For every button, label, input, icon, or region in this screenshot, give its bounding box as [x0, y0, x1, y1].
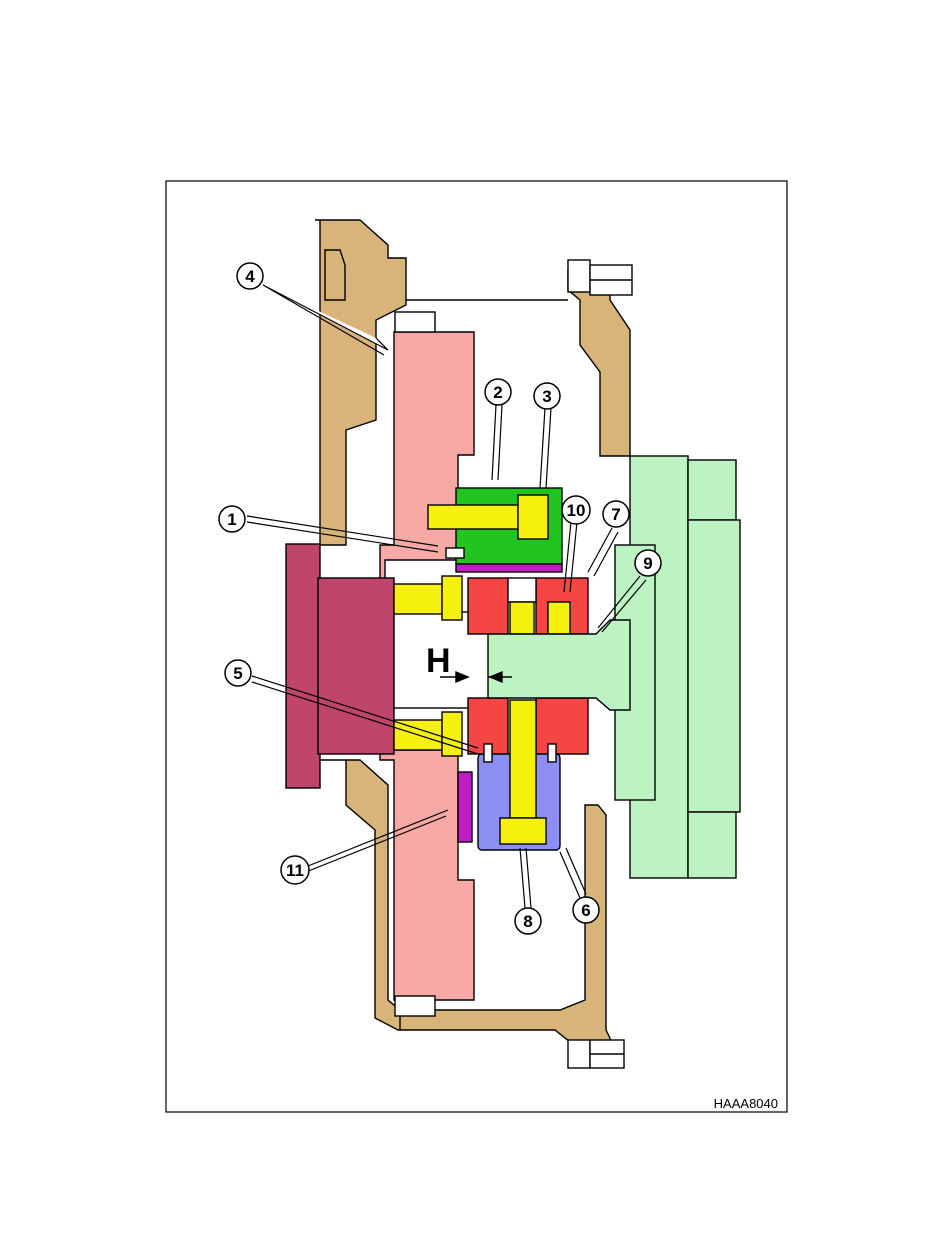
svg-text:6: 6 [581, 901, 590, 920]
adapter-plate [286, 544, 394, 788]
output-housing [615, 456, 740, 878]
pin-lower [484, 744, 492, 762]
callout-6: 6 [573, 897, 599, 923]
shim [458, 772, 472, 842]
svg-text:9: 9 [643, 554, 652, 573]
input-shaft [488, 620, 630, 710]
callout-2: 2 [485, 379, 511, 405]
svg-text:10: 10 [567, 501, 586, 520]
callout-8: 8 [515, 908, 541, 934]
svg-text:11: 11 [286, 861, 304, 880]
callout-1: 1 [219, 506, 245, 532]
svg-text:5: 5 [233, 664, 242, 683]
housing-bolt-top [568, 260, 632, 295]
callout-9: 9 [635, 550, 661, 576]
figure-code: HAAA8040 [714, 1096, 778, 1111]
callout-11: 11 [281, 856, 309, 884]
svg-text:1: 1 [227, 510, 236, 529]
svg-text:8: 8 [523, 912, 532, 931]
svg-text:2: 2 [493, 383, 502, 402]
callout-3: 3 [534, 383, 560, 409]
callout-4: 4 [237, 263, 263, 289]
housing-bolt-bottom [568, 1040, 624, 1068]
dimension-label: H [426, 642, 451, 680]
svg-text:4: 4 [245, 267, 255, 286]
callout-5: 5 [225, 660, 251, 686]
pin-lower-right [548, 744, 556, 762]
callout-10: 10 [562, 496, 590, 524]
callout-7: 7 [603, 501, 629, 527]
svg-text:7: 7 [611, 505, 620, 524]
pin-upper [446, 548, 464, 558]
svg-text:3: 3 [542, 387, 551, 406]
